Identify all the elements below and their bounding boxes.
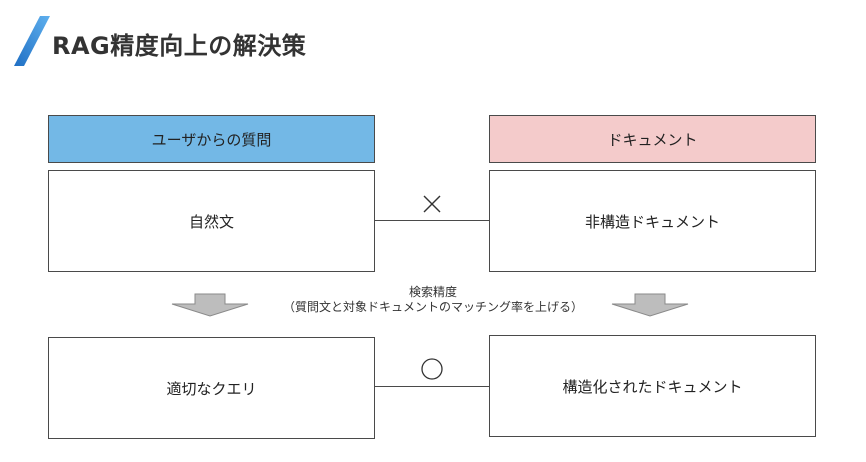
appropriate-query-box: 適切なクエリ bbox=[48, 337, 375, 439]
appropriate-query-label: 適切なクエリ bbox=[166, 379, 257, 398]
title-accent-bar bbox=[14, 16, 50, 66]
transition-note-detail: （質問文と対象ドキュメントのマッチング率を上げる） bbox=[282, 300, 583, 314]
natural-language-box: 自然文 bbox=[48, 170, 375, 272]
transition-note: 検索精度 （質問文と対象ドキュメントのマッチング率を上げる） bbox=[0, 285, 866, 315]
document-header: ドキュメント bbox=[489, 115, 816, 163]
structured-document-box: 構造化されたドキュメント bbox=[489, 335, 816, 437]
natural-language-label: 自然文 bbox=[188, 212, 234, 231]
user-question-header-label: ユーザからの質問 bbox=[151, 130, 272, 149]
mismatch-connector bbox=[375, 220, 489, 221]
transition-note-title: 検索精度 bbox=[408, 285, 457, 299]
match-connector bbox=[375, 386, 489, 387]
structured-document-label: 構造化されたドキュメント bbox=[562, 377, 743, 396]
page-title: RAG精度向上の解決策 bbox=[52, 32, 307, 60]
unstructured-document-label: 非構造ドキュメント bbox=[584, 212, 720, 231]
user-question-header: ユーザからの質問 bbox=[48, 115, 375, 163]
unstructured-document-box: 非構造ドキュメント bbox=[489, 170, 816, 272]
document-header-label: ドキュメント bbox=[607, 130, 698, 149]
